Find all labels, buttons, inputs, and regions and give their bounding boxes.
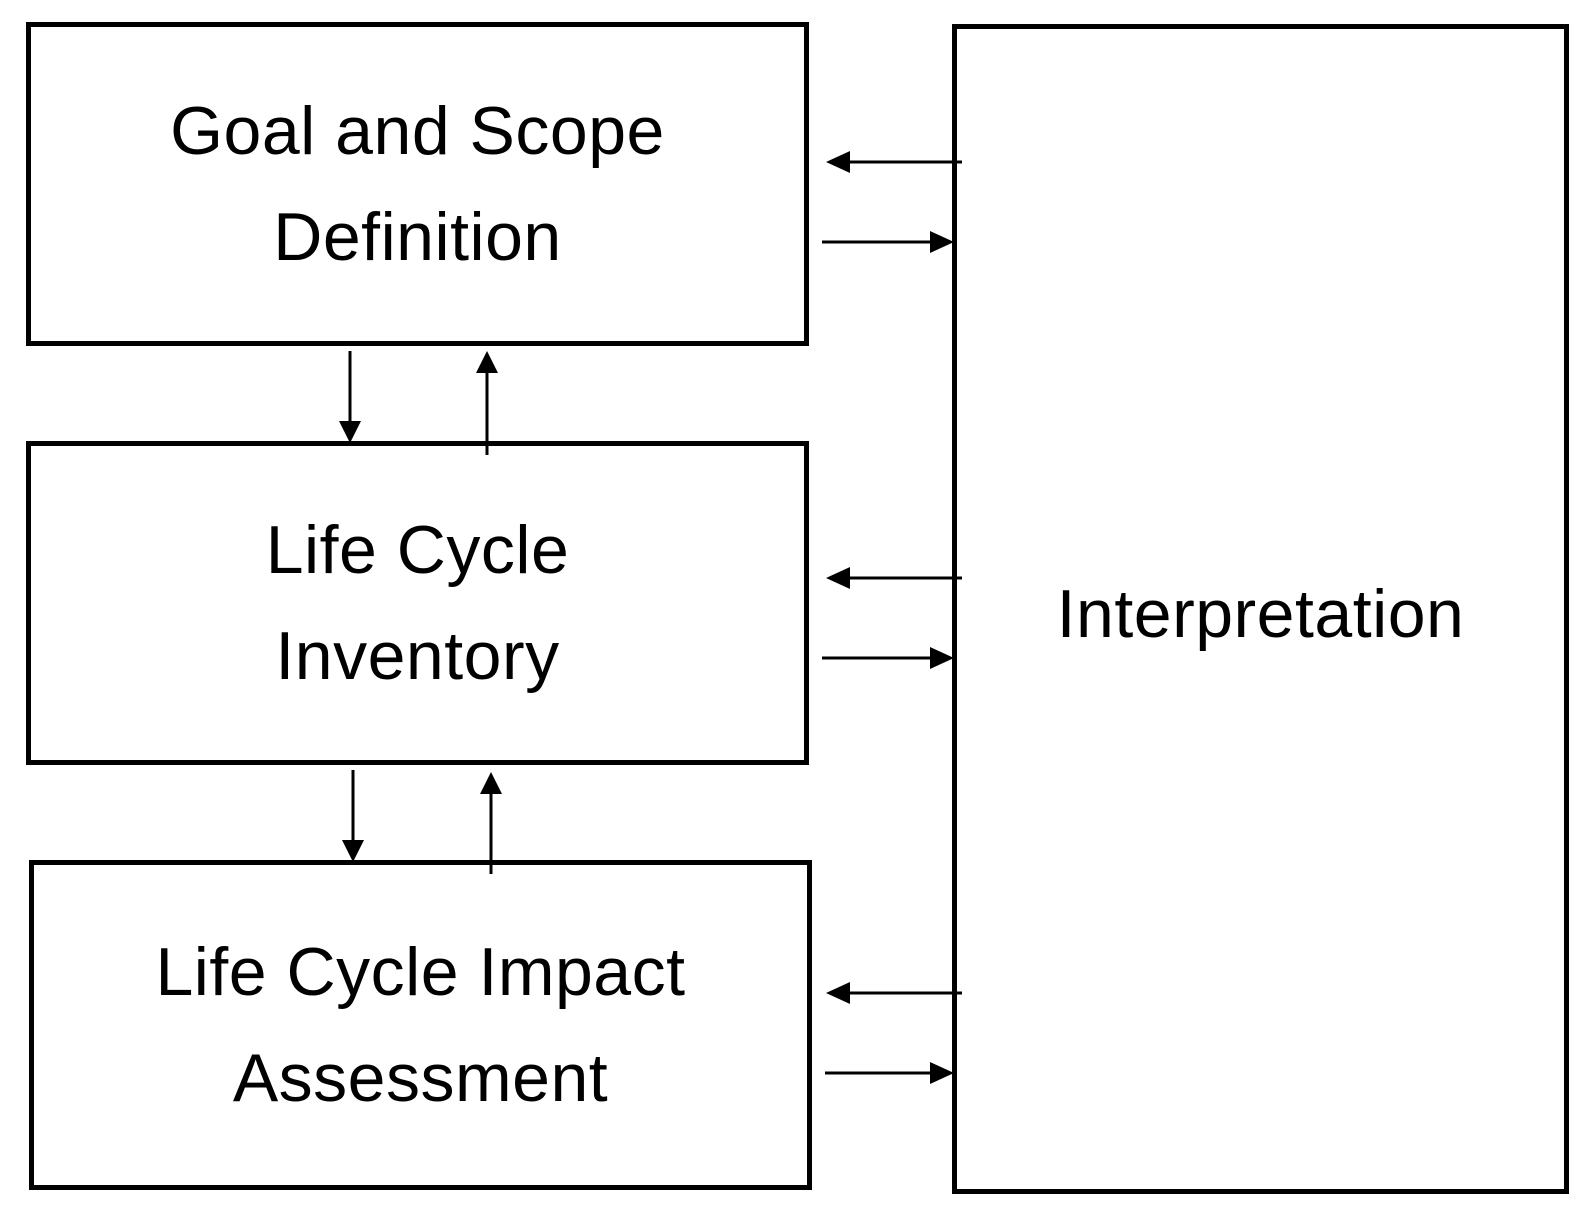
life-cycle-inventory-label-line1: Life Cycle <box>265 512 570 588</box>
arrow-goal-to-lci <box>339 351 361 443</box>
life-cycle-impact-assessment-label-line2: Assessment <box>232 1040 609 1116</box>
goal-and-scope-label-line2: Definition <box>273 199 562 275</box>
arrow-interpretation-to-lcia <box>826 982 962 1004</box>
life-cycle-inventory-box: Life Cycle Inventory <box>26 441 809 765</box>
goal-and-scope-label: Goal and Scope Definition <box>170 78 665 290</box>
interpretation-label: Interpretation <box>1056 576 1465 652</box>
life-cycle-impact-assessment-label-line1: Life Cycle Impact <box>155 934 686 1010</box>
goal-and-scope-label-line1: Goal and Scope <box>170 93 665 169</box>
arrow-interpretation-to-lci <box>826 567 962 589</box>
arrow-interpretation-to-goal <box>826 151 962 173</box>
arrow-lci-to-goal <box>476 351 498 455</box>
life-cycle-impact-assessment-label: Life Cycle Impact Assessment <box>155 919 685 1131</box>
arrow-lci-to-interpretation <box>822 647 954 669</box>
arrow-goal-to-interpretation <box>822 231 954 253</box>
arrow-lcia-to-interpretation <box>825 1062 954 1084</box>
goal-and-scope-box: Goal and Scope Definition <box>26 22 809 346</box>
life-cycle-inventory-label-line2: Inventory <box>275 618 560 694</box>
arrow-lcia-to-lci <box>480 772 502 874</box>
arrow-lci-to-lcia <box>342 770 364 862</box>
interpretation-box: Interpretation <box>952 24 1569 1194</box>
life-cycle-impact-assessment-box: Life Cycle Impact Assessment <box>29 860 812 1190</box>
life-cycle-inventory-label: Life Cycle Inventory <box>266 497 570 709</box>
